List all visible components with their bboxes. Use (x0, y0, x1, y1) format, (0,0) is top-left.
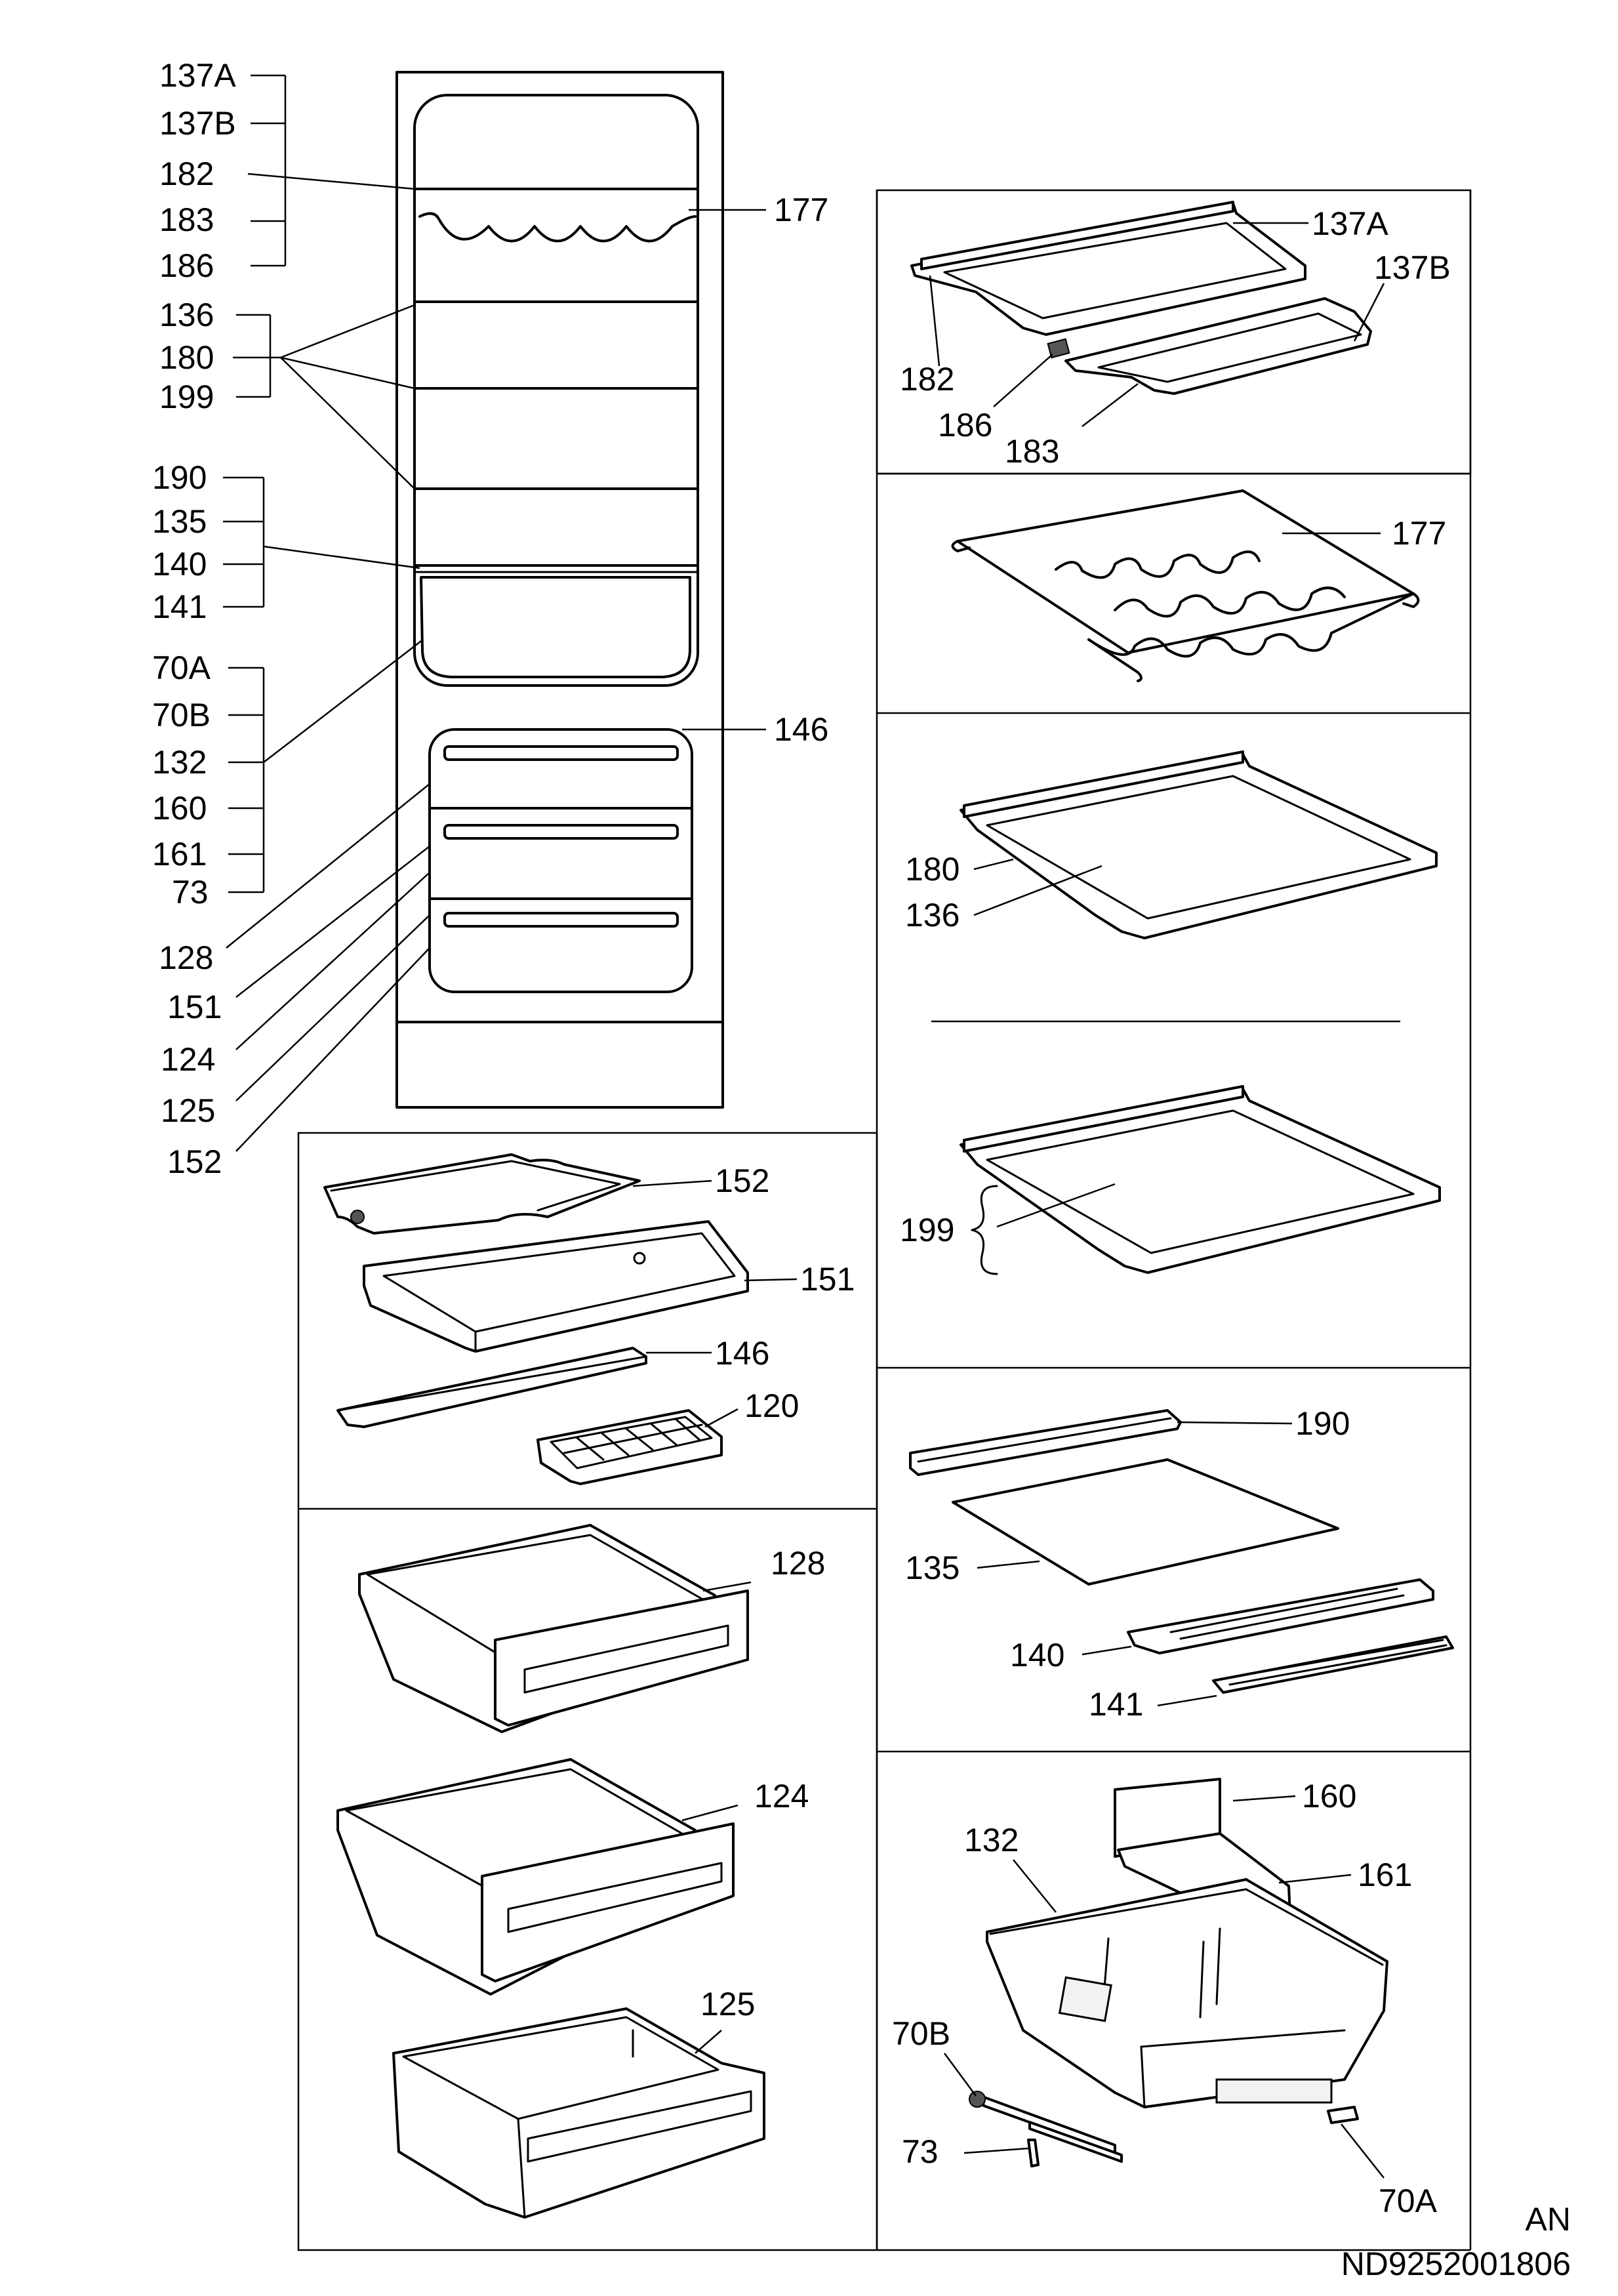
panel-freezer-drawers-leaders (681, 1581, 752, 2054)
label-128-left: 128 (159, 939, 213, 976)
label-137B: 137B (1374, 249, 1451, 286)
panel-glass-shelf-180 (960, 750, 1438, 939)
leader-199 (996, 1183, 1116, 1228)
label-141-left: 141 (152, 588, 207, 625)
label-125-left: 125 (161, 1092, 215, 1129)
panel-crisper-cover-leaders (977, 1421, 1293, 1707)
panel-glass-shelf-180-leaders (973, 858, 1102, 916)
label-70A-left: 70A (152, 649, 211, 686)
panel-freezer-accessories (323, 1153, 749, 1485)
label-186-left: 186 (159, 247, 214, 284)
label-125: 125 (700, 1986, 755, 2022)
overview-leader-lines (223, 74, 766, 1152)
label-136-left: 136 (159, 297, 214, 333)
label-136: 136 (905, 897, 960, 933)
label-70A: 70A (1379, 2183, 1438, 2219)
footer-code-an: AN (1526, 2201, 1571, 2238)
label-124-left: 124 (161, 1041, 215, 1078)
appliance-overview (395, 71, 724, 1109)
label-137A: 137A (1312, 205, 1388, 242)
label-186: 186 (938, 407, 992, 443)
panel-door-shelves-leaders (929, 222, 1385, 427)
label-146: 146 (715, 1335, 769, 1372)
panel-freezer-accessories-leaders (632, 1179, 798, 1428)
panel-glass-shelf-199 (960, 1085, 1441, 1275)
label-161: 161 (1358, 1856, 1412, 1893)
label-124: 124 (754, 1778, 809, 1814)
panel-door-shelves (910, 201, 1372, 395)
label-141: 141 (1089, 1686, 1143, 1723)
label-152: 152 (715, 1162, 769, 1199)
label-137B-left: 137B (159, 105, 236, 142)
label-180-left: 180 (159, 339, 214, 376)
label-160: 160 (1302, 1778, 1356, 1814)
label-128: 128 (771, 1545, 825, 1582)
label-151: 151 (800, 1261, 855, 1298)
label-135-left: 135 (152, 503, 207, 540)
label-137A-left: 137A (159, 57, 236, 94)
label-132-left: 132 (152, 744, 207, 781)
panel-crisper-drawer-leaders (943, 1795, 1385, 2179)
label-70B-left: 70B (152, 697, 211, 733)
label-180: 180 (905, 851, 960, 888)
label-73-left: 73 (172, 874, 209, 911)
overview-labels: 137A 137B 182 183 186 177 136 180 199 19… (152, 57, 828, 1180)
panel-frames (297, 189, 1472, 2251)
label-183-left: 183 (159, 201, 214, 238)
label-199: 199 (900, 1212, 954, 1248)
label-183: 183 (1005, 433, 1059, 470)
label-146-top: 146 (774, 711, 828, 748)
panel-freezer-drawers (336, 1524, 765, 2219)
label-190-left: 190 (152, 459, 207, 496)
label-190: 190 (1295, 1405, 1350, 1442)
label-135: 135 (905, 1549, 960, 1586)
label-177: 177 (1392, 515, 1446, 552)
panel-crisper-cover (909, 1409, 1454, 1694)
label-161-left: 161 (152, 836, 207, 872)
label-177-top: 177 (774, 192, 828, 228)
label-151-left: 151 (167, 989, 222, 1025)
label-132: 132 (964, 1822, 1019, 1858)
label-120: 120 (744, 1387, 799, 1424)
label-199-left: 199 (159, 379, 214, 415)
label-160-left: 160 (152, 790, 207, 827)
label-73: 73 (902, 2133, 939, 2170)
panel-bottle-rack (951, 489, 1420, 682)
label-140: 140 (1010, 1637, 1064, 1673)
label-152-left: 152 (167, 1143, 222, 1180)
panel-door-shelves-labels: 137A 137B 182 186 183 (900, 205, 1451, 470)
footer-code-nd: ND9252001806 (1341, 2245, 1571, 2282)
label-182: 182 (900, 361, 954, 398)
label-70B: 70B (892, 2015, 950, 2052)
panel-crisper-drawer (969, 1778, 1388, 2167)
label-182-left: 182 (159, 155, 214, 192)
label-140-left: 140 (152, 546, 207, 583)
